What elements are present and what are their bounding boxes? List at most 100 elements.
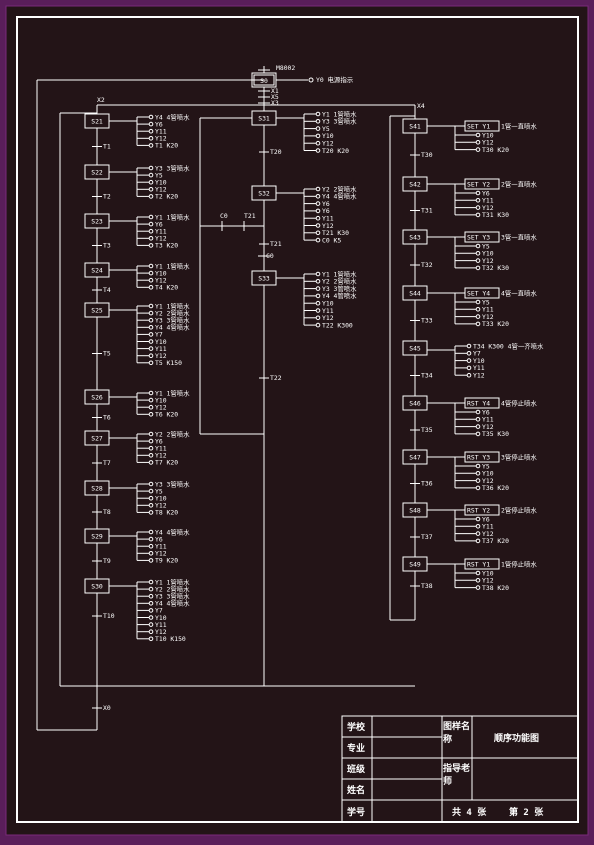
branch1-outputs-S29-item: Y6 bbox=[155, 535, 163, 543]
branch3-output-coil bbox=[475, 478, 481, 483]
branch2-outputs-S31-item: T20 K20 bbox=[322, 147, 349, 155]
branch1-step-S25-label: S25 bbox=[91, 307, 103, 315]
branch3-output-coil bbox=[475, 570, 481, 576]
branch1-outputs-S23-coil bbox=[148, 214, 154, 220]
branch1-outputs-S28-coil bbox=[148, 510, 154, 515]
branch1-outputs-S25-coil bbox=[148, 332, 154, 337]
branch3-output-coil bbox=[475, 251, 481, 256]
branch1-outputs-S25-coil bbox=[148, 325, 154, 330]
branch3-output-coil bbox=[475, 198, 481, 203]
branch1-outputs-S25-item: Y1 1管喷水 bbox=[155, 301, 190, 310]
branch1-outputs-S21-item: T1 K20 bbox=[155, 142, 178, 150]
branch3-output-item: T37 K20 bbox=[482, 537, 509, 545]
branch1-outputs-S21-coil bbox=[148, 143, 154, 148]
branch3-output-coil bbox=[475, 578, 481, 583]
branch3-set-label-S43: SET Y3 bbox=[467, 233, 490, 241]
branch2-outputs-S33-item: Y1 1管喷水 bbox=[322, 269, 357, 278]
branch1-outputs-S22-coil bbox=[148, 194, 154, 199]
branch3-output-coil bbox=[475, 132, 481, 138]
branch1-outputs-S29-item: T9 K20 bbox=[155, 557, 178, 565]
branch1-outputs-S27-item: Y12 bbox=[155, 452, 167, 460]
branch3-note-S47: 3管停止喷水 bbox=[501, 452, 537, 461]
branch2-outputs-S32-item: Y11 bbox=[322, 215, 334, 223]
branch3-step-S43-label: S43 bbox=[409, 234, 421, 242]
branch1-step-S26-label: S26 bbox=[91, 394, 103, 402]
branch2-outputs-S32-coil bbox=[315, 223, 321, 228]
branch1-outputs-S29-item: Y11 bbox=[155, 543, 167, 551]
initial-output-coil bbox=[308, 77, 314, 83]
title-major-label: 专业 bbox=[347, 742, 365, 754]
branch1-outputs-S30-item: Y12 bbox=[155, 628, 167, 636]
branch1-outputs-S23-item: Y1 1管喷水 bbox=[155, 212, 190, 221]
branch2-outputs-S33-item: Y4 4管喷水 bbox=[322, 291, 357, 300]
branch1-outputs-S30-coil bbox=[148, 593, 154, 599]
branch1-outputs-S30-item: Y2 2管喷水 bbox=[155, 584, 190, 593]
branch1-transition-T2-label: T2 bbox=[103, 193, 111, 201]
branch3-output-coil bbox=[475, 307, 481, 312]
branch2-outputs-S32-item: Y2 2管喷水 bbox=[322, 184, 357, 193]
branch3-output-coil bbox=[475, 585, 481, 590]
branch3-output-item: T38 K20 bbox=[482, 584, 509, 592]
branch2-transition-T21-label: T21 bbox=[270, 240, 282, 248]
branch1-outputs-S24-coil bbox=[148, 263, 154, 269]
branch3-output-item: Y12 bbox=[482, 423, 494, 431]
branch3-note-S43: 3管一直喷水 bbox=[501, 232, 537, 241]
branch1-outputs-S27-coil bbox=[148, 453, 154, 458]
branch3-transition-T30-label: T30 bbox=[421, 151, 433, 159]
title-block: 学校 专业 班级 姓名 学号 图样名称 顺序功能图 指导老师 共 4 张 第 2… bbox=[341, 715, 579, 823]
branch1-outputs-S21-item: Y6 bbox=[155, 120, 163, 128]
branch3-output-coil bbox=[475, 299, 481, 305]
branch1-outputs-S28-item: Y3 3管喷水 bbox=[155, 479, 190, 488]
branch3-output-coil bbox=[475, 463, 481, 469]
branch1-outputs-S30-item: Y3 3管喷水 bbox=[155, 592, 190, 601]
branch3-output-coil bbox=[475, 243, 481, 249]
branch1-outputs-S28-coil bbox=[148, 495, 154, 501]
branch1-transition-T8-label: T8 bbox=[103, 508, 111, 516]
branch3-step-S49-label: S49 bbox=[409, 561, 421, 569]
branch1-label: X2 bbox=[97, 96, 105, 104]
branch3-set-box-S44 bbox=[464, 287, 500, 299]
branch1-outputs-S28-coil bbox=[148, 488, 154, 494]
branch3-output-item: Y5 bbox=[482, 298, 490, 306]
branch3-outputs-S45-item: Y11 bbox=[473, 364, 485, 372]
branch3-transition-T31-label: T31 bbox=[421, 207, 433, 215]
branch3-set-box-S41 bbox=[464, 120, 500, 132]
branch2-outputs-S32-coil bbox=[315, 230, 321, 236]
branch1-outputs-S24-coil bbox=[148, 285, 154, 290]
branch2-step-S32-label: S32 bbox=[258, 190, 270, 198]
branch1-outputs-S26-coil bbox=[148, 412, 154, 417]
branch3-output-item: Y6 bbox=[482, 515, 490, 523]
branch2-outputs-S33-coil bbox=[315, 293, 321, 299]
branch1-outputs-S23-coil bbox=[148, 236, 154, 241]
branch1-transition-T6-label: T6 bbox=[103, 414, 111, 422]
branch3-output-item: Y10 bbox=[482, 250, 494, 258]
branch3-output-item: Y11 bbox=[482, 523, 494, 531]
branch2-outputs-S31-item: Y5 bbox=[322, 125, 330, 133]
branch1-outputs-S21-item: Y11 bbox=[155, 128, 167, 136]
branch3-transition-T34-label: T34 bbox=[421, 372, 433, 380]
branch3-output-item: T31 K30 bbox=[482, 211, 509, 219]
branch2-outputs-S32-item: Y6 bbox=[322, 207, 330, 215]
branch3-output-item: T30 K20 bbox=[482, 146, 509, 154]
branch3-set-box-S49 bbox=[464, 558, 500, 570]
branch2-outputs-S32-item: Y6 bbox=[322, 200, 330, 208]
branch1-transition-T9-label: T9 bbox=[103, 557, 111, 565]
branch1-outputs-S21-coil bbox=[148, 114, 154, 120]
branch1-outputs-S22-coil bbox=[148, 187, 154, 192]
branch1-outputs-S26-coil bbox=[148, 390, 154, 396]
branch2-outputs-S32-coil bbox=[315, 194, 321, 199]
branch3-note-S48: 2管停止喷水 bbox=[501, 505, 537, 514]
branch1-outputs-S27-coil bbox=[148, 460, 154, 465]
initial-jump-label: X5 bbox=[271, 93, 279, 101]
branch1-outputs-S29-coil bbox=[148, 543, 154, 549]
branch1-outputs-S29-coil bbox=[148, 529, 154, 535]
branch1-outputs-S28-item: Y12 bbox=[155, 502, 167, 510]
branch1-transition-T5-label: T5 bbox=[103, 350, 111, 358]
branch2-step-S31-label: S31 bbox=[258, 115, 270, 123]
branch1-outputs-S30-item: Y10 bbox=[155, 614, 167, 622]
branch3-set-label-S47: RST Y3 bbox=[467, 453, 490, 461]
title-student-no-label: 学号 bbox=[347, 806, 365, 818]
branch3-step-S44-label: S44 bbox=[409, 290, 421, 298]
branch2-outputs-S31-coil bbox=[315, 111, 321, 117]
branch3-outputs-S45-item: T34 K300 4管一齐喷水 bbox=[473, 341, 544, 350]
